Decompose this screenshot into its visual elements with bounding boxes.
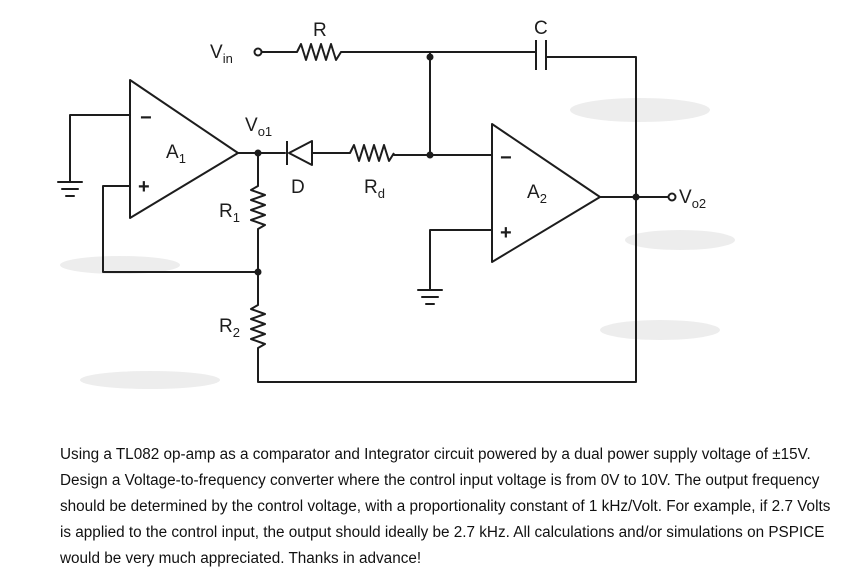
junction-node-top [426,53,434,61]
a1-label: A1 [166,142,186,166]
resistor-r [296,43,342,61]
op-amp-a1 [129,79,239,219]
c-label: C [534,18,548,39]
c-to-output-wire [545,56,637,198]
rd-label: Rd [364,177,385,201]
r2-label: R2 [219,316,240,340]
r-label: R [313,20,327,41]
vo2-terminal [667,192,677,202]
resistor-r1 [250,185,266,230]
resistor-r2 [250,304,266,349]
resistor-rd [349,144,395,162]
a2-label: A2 [527,182,547,206]
diode-d [286,140,313,166]
a2-inverting-sign: − [500,147,512,169]
a1-inverting-wire [69,114,131,183]
ground-symbol-a2 [417,289,443,305]
r1-label: R1 [219,201,240,225]
vo1-label: Vo1 [245,115,272,139]
a1-noninverting-sign: + [138,176,150,198]
a1-positive-feedback-wire [102,185,259,273]
background-smudges [60,98,735,389]
output-node [632,193,640,201]
circuit-diagram: − + A1 Vin R C Vo1 D Rd R1 R2 − [57,18,735,389]
vo2-label: Vo2 [679,187,706,211]
a1-inverting-sign: − [140,107,152,129]
a2-noninverting-sign: + [500,222,512,244]
a2-noninverting-wire [429,229,493,291]
vin-terminal [253,47,263,57]
question-text: Using a TL082 op-amp as a comparator and… [60,446,831,567]
ground-symbol-a1 [57,181,83,197]
r2-to-output-wire [257,196,637,383]
vin-label: Vin [210,42,233,66]
d-label: D [291,177,305,198]
op-amp-a2 [491,123,601,263]
